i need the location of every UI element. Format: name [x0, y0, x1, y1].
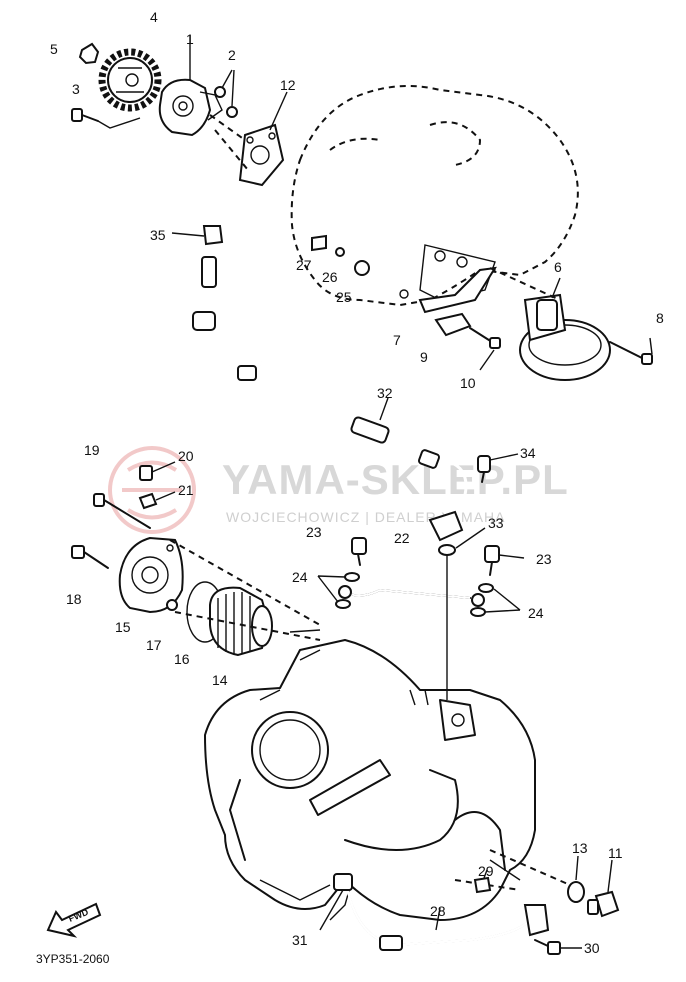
- oring-part-26: [335, 247, 345, 257]
- nut-part-5: [78, 42, 100, 65]
- union-bolt-part-23b: [484, 545, 500, 563]
- front-direction-marker: FWD: [46, 902, 102, 938]
- callout-25: 25: [336, 289, 352, 305]
- plug-part-25: [354, 260, 370, 276]
- pipe-hose-part-32: [350, 416, 390, 444]
- oil-strainer-group: [311, 234, 653, 381]
- callout-6: 6: [554, 259, 562, 275]
- watermark-tagline: WOJCIECHOWICZ | DEALER YAMAHA: [226, 509, 505, 525]
- callout-22: 22: [394, 530, 410, 546]
- pipe-clamp: [417, 449, 441, 469]
- crankcase-lower: [204, 639, 571, 921]
- oil-pump-drive-gear: [98, 48, 162, 112]
- pipe-joint: [237, 365, 257, 381]
- callout-23b: 23: [536, 551, 552, 567]
- union-bolt-part-23a: [351, 537, 367, 555]
- callout-20: 20: [178, 448, 194, 464]
- oil-pump-assembly: [71, 35, 288, 187]
- callout-5: 5: [50, 41, 58, 57]
- drain-bolt-part-11: [587, 890, 620, 918]
- oil-delivery-pipe: [171, 225, 468, 542]
- washer-part-24a: [344, 572, 360, 582]
- oil-filter-cover: [118, 536, 184, 614]
- bolt-part-18: [71, 545, 109, 569]
- watermark-brand: YAMA-SKLEP.PL: [222, 456, 569, 503]
- diagram-code: 3YP351-2060: [36, 952, 110, 966]
- pipe-union-upper: [201, 256, 217, 288]
- callout-28: 28: [430, 903, 446, 919]
- callout-labels: 4 1 2 5 3 12 35 27 26 25 6 7 9 10 8 32 3…: [50, 9, 664, 956]
- callout-17: 17: [146, 637, 162, 653]
- callout-21: 21: [178, 482, 194, 498]
- callout-19: 19: [84, 442, 100, 458]
- callout-33: 33: [488, 515, 504, 531]
- washer-part-21: [138, 492, 158, 510]
- callout-15: 15: [115, 619, 131, 635]
- bolt-part-30: [534, 939, 561, 955]
- washer-part-24c: [478, 583, 494, 593]
- callout-16: 16: [174, 651, 190, 667]
- callout-8: 8: [656, 310, 664, 326]
- pipe-22-end-left: [338, 585, 352, 599]
- bolt-part-3: [71, 108, 99, 122]
- oil-filter-group: [71, 461, 321, 657]
- callout-1: 1: [186, 31, 194, 47]
- bracket-part-7: [418, 266, 497, 314]
- oil-strainer-housing: [519, 277, 611, 381]
- callout-2: 2: [228, 47, 236, 63]
- bolt-part-20: [139, 465, 153, 481]
- callout-24b: 24: [528, 605, 544, 621]
- clamp-part-9: [434, 312, 472, 337]
- oil-filter-element: [209, 586, 273, 657]
- oring-part-17: [166, 599, 178, 611]
- callout-11: 11: [608, 845, 623, 861]
- pipe-banjo-lower: [428, 510, 464, 542]
- pipe-fitting-upper: [192, 311, 216, 331]
- dowel-part-29: [473, 876, 492, 894]
- watermark-logo-ring: [108, 446, 196, 534]
- callout-31: 31: [292, 932, 308, 948]
- pin-part-2a: [214, 86, 226, 98]
- clip-part-35: [202, 225, 224, 246]
- oil-pump-gasket: [238, 91, 288, 187]
- callout-12: 12: [280, 77, 296, 93]
- callout-26: 26: [322, 269, 338, 285]
- dowel-part-27: [311, 234, 327, 252]
- callout-18: 18: [66, 591, 82, 607]
- oil-pipe-middle: [317, 453, 525, 700]
- callout-10: 10: [460, 375, 476, 391]
- callout-35: 35: [150, 227, 166, 243]
- pipe-22-end-right: [471, 593, 485, 607]
- oil-pipe-lower: [319, 855, 620, 955]
- bolt-part-19: [93, 493, 151, 529]
- callout-23a: 23: [306, 524, 322, 540]
- bolt-part-8: [609, 341, 653, 365]
- callout-3: 3: [72, 81, 80, 97]
- crankcase-cover-upper: [290, 85, 579, 307]
- callout-30: 30: [584, 940, 600, 956]
- callout-13: 13: [572, 840, 588, 856]
- callout-32: 32: [377, 385, 393, 401]
- callout-4: 4: [150, 9, 158, 25]
- callout-9: 9: [420, 349, 428, 365]
- oil-pump-body: [158, 35, 223, 137]
- pin-part-2b: [226, 106, 238, 118]
- callout-7: 7: [393, 332, 401, 348]
- washer-part-24b: [335, 599, 351, 609]
- callout-27: 27: [296, 257, 312, 273]
- pipe-fitting-lower: [379, 935, 403, 951]
- bolt-part-34: [477, 455, 491, 473]
- callout-29: 29: [478, 863, 494, 879]
- watermark-logo-mark: [122, 460, 182, 520]
- callout-34: 34: [520, 445, 536, 461]
- callout-14: 14: [212, 672, 228, 688]
- pipe-bolt-part-31: [333, 873, 353, 891]
- washer-part-13: [567, 881, 585, 903]
- bolt-part-10: [469, 327, 501, 349]
- callout-24a: 24: [292, 569, 308, 585]
- washer-part-24d: [470, 607, 486, 617]
- washer-part-33: [438, 544, 456, 556]
- pipe-end-fitting: [523, 904, 550, 937]
